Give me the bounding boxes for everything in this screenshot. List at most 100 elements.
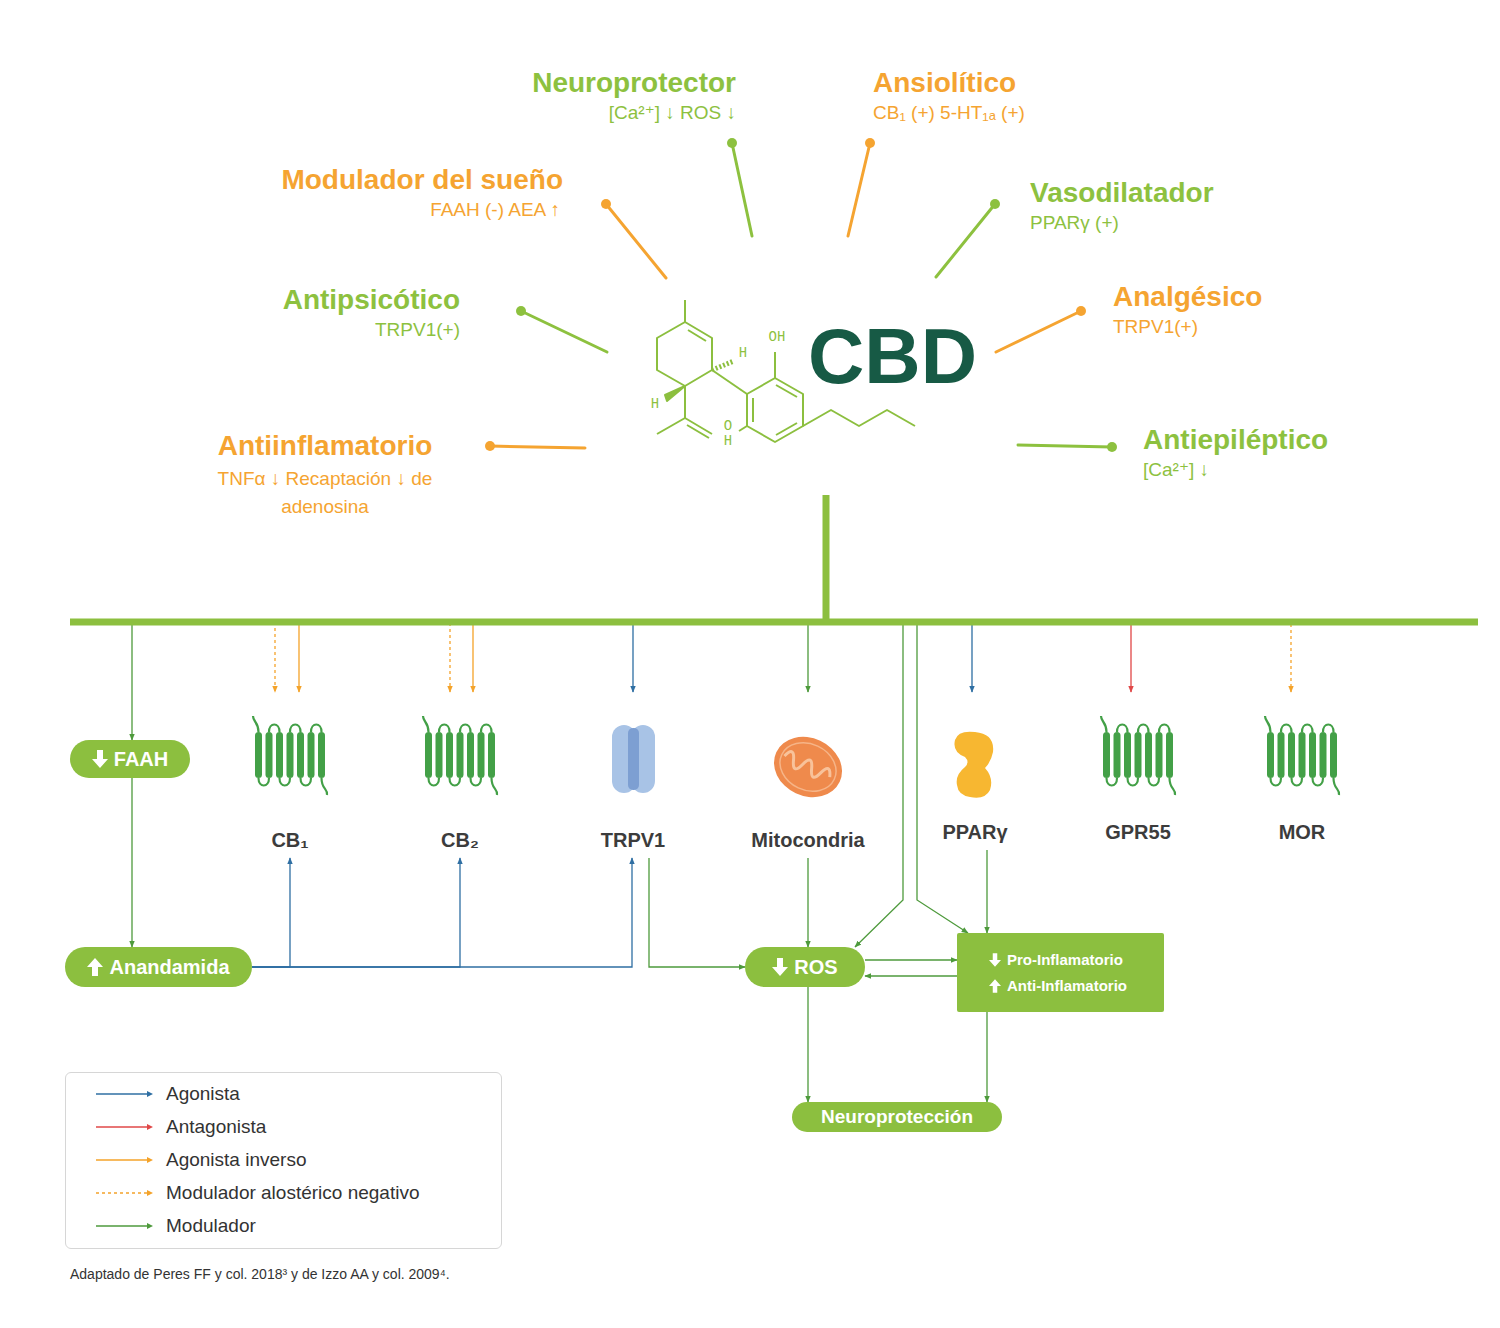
- effect-mechanism: TNFα ↓ Recaptación ↓ de adenosina: [218, 465, 433, 521]
- node-label: FAAH: [114, 748, 168, 771]
- legend-text: Modulador: [166, 1215, 256, 1237]
- title-node: CBD: [630, 290, 975, 495]
- effect-mechanism: TRPV1(+): [375, 318, 460, 342]
- legend-box: AgonistaAntagonistaAgonista inversoModul…: [65, 1072, 502, 1249]
- text-row: TRPV1: [601, 828, 665, 852]
- connector-arrow: [252, 858, 460, 967]
- text-row: GPR55: [1105, 820, 1171, 844]
- receptor-node: MOR: [1252, 692, 1352, 850]
- node-label: PPARγ: [942, 820, 1007, 844]
- node-label: CB₂: [441, 828, 479, 852]
- text-row: CBD: [808, 317, 977, 395]
- receptor-node: TRPV1: [583, 692, 683, 858]
- connector-arrow: [826, 495, 972, 692]
- atom-label: OH: [769, 330, 786, 345]
- leader-lines: [485, 138, 1117, 452]
- connector-arrow: [131, 778, 132, 947]
- legend-arrowhead: [147, 1091, 153, 1097]
- text-row: PPARγ: [942, 820, 1007, 844]
- connector-arrow: [275, 495, 826, 692]
- node-label: Anti-Inflamatorio: [1007, 977, 1127, 994]
- caption: Adaptado de Peres FF y col. 2018³ y de I…: [70, 1266, 450, 1282]
- connector-arrow: [299, 495, 826, 692]
- legend-text: Antagonista: [166, 1116, 266, 1138]
- arrow-shape: [989, 979, 1001, 993]
- connector-arrow: [826, 495, 1131, 692]
- node-label: Neuroprotección: [821, 1106, 973, 1128]
- pill-node: ROS: [745, 947, 865, 987]
- atom-label: H: [739, 346, 747, 361]
- text-row: Neuroprotección: [821, 1106, 973, 1128]
- legend-text: Modulador alostérico negativo: [166, 1182, 420, 1204]
- effect-mechanism: FAAH (-) AEA ↑: [430, 198, 560, 222]
- arrow-shape: [92, 750, 108, 768]
- node-label: MOR: [1279, 820, 1326, 844]
- receptor-node: CB₁: [240, 692, 340, 858]
- receptor-node: PPARγ: [935, 692, 1015, 850]
- connector-arrow: [807, 987, 808, 1102]
- arrow-shape: [989, 953, 1001, 967]
- legend-line: [96, 1225, 148, 1226]
- connector-arrow: [132, 495, 826, 740]
- text-row: CB₁: [271, 828, 308, 852]
- connector-arrow: [633, 495, 826, 692]
- legend-row: Modulador: [96, 1209, 491, 1242]
- legend-line-sample: [96, 1188, 154, 1198]
- legend-line: [96, 1093, 148, 1094]
- text-row: Pro-Inflamatorio: [989, 951, 1123, 968]
- connector-arrow: [252, 858, 632, 967]
- text-row: Mitocondria: [751, 828, 864, 852]
- effect-mechanism: TRPV1(+): [1113, 315, 1198, 339]
- legend-line: [96, 1159, 148, 1160]
- arrow-icon: [87, 958, 103, 976]
- effect-mechanism: PPARγ (+): [1030, 211, 1119, 235]
- legend-text: Agonista inverso: [166, 1149, 306, 1171]
- legend-line: [96, 1126, 148, 1127]
- connector-arrow: [826, 495, 903, 947]
- text-row: Anti-Inflamatorio: [989, 977, 1127, 994]
- connector-arrow: [865, 975, 957, 976]
- legend-arrowhead: [147, 1223, 153, 1229]
- node-label: Mitocondria: [751, 828, 864, 852]
- legend-arrowhead: [147, 1124, 153, 1130]
- effect-mechanism: [Ca²⁺] ↓ ROS ↓: [609, 101, 736, 125]
- node-label: ROS: [794, 956, 837, 979]
- receptor-node: CB₂: [410, 692, 510, 858]
- connector-arrow: [450, 495, 826, 692]
- node-label: CB₁: [271, 828, 308, 852]
- connector-arrow: [826, 495, 1291, 692]
- legend-arrowhead: [147, 1157, 153, 1163]
- text-row: Anandamida: [87, 956, 229, 979]
- arrow-icon: [772, 958, 788, 976]
- node-label: TRPV1: [601, 828, 665, 852]
- node-label: GPR55: [1105, 820, 1171, 844]
- effect-heading: Antiinflamatorio: [218, 430, 433, 462]
- effect-heading: Vasodilatador: [1030, 177, 1214, 209]
- text-row: FAAH: [92, 748, 168, 771]
- legend-line-sample: [96, 1221, 154, 1231]
- legend-row: Modulador alostérico negativo: [96, 1176, 491, 1209]
- connector-arrow: [649, 858, 745, 967]
- effect-mechanism: CB₁ (+) 5-HT₁ₐ (+): [873, 101, 1025, 125]
- arrow-icon: [989, 953, 1001, 967]
- node-label: CBD: [808, 317, 977, 395]
- text-row: MOR: [1279, 820, 1326, 844]
- legend-text: Agonista: [166, 1083, 240, 1105]
- effect-heading: Antipsicótico: [283, 284, 460, 316]
- effect-heading: Modulador del sueño: [281, 164, 563, 196]
- arrow-shape: [87, 958, 103, 976]
- connector-arrow: [252, 858, 290, 967]
- legend-row: Agonista inverso: [96, 1143, 491, 1176]
- connectors: [132, 495, 1291, 1102]
- connector-arrow: [473, 495, 826, 692]
- receptor-node: GPR55: [1088, 692, 1188, 850]
- connector-arrow: [986, 850, 987, 933]
- pill-node: FAAH: [70, 740, 190, 778]
- connector-arrow: [808, 495, 826, 692]
- connector-arrow: [807, 858, 808, 947]
- legend-line-sample: [96, 1122, 154, 1132]
- node-label: Anandamida: [109, 956, 229, 979]
- atom-label: H: [651, 397, 659, 412]
- arrow-icon: [989, 979, 1001, 993]
